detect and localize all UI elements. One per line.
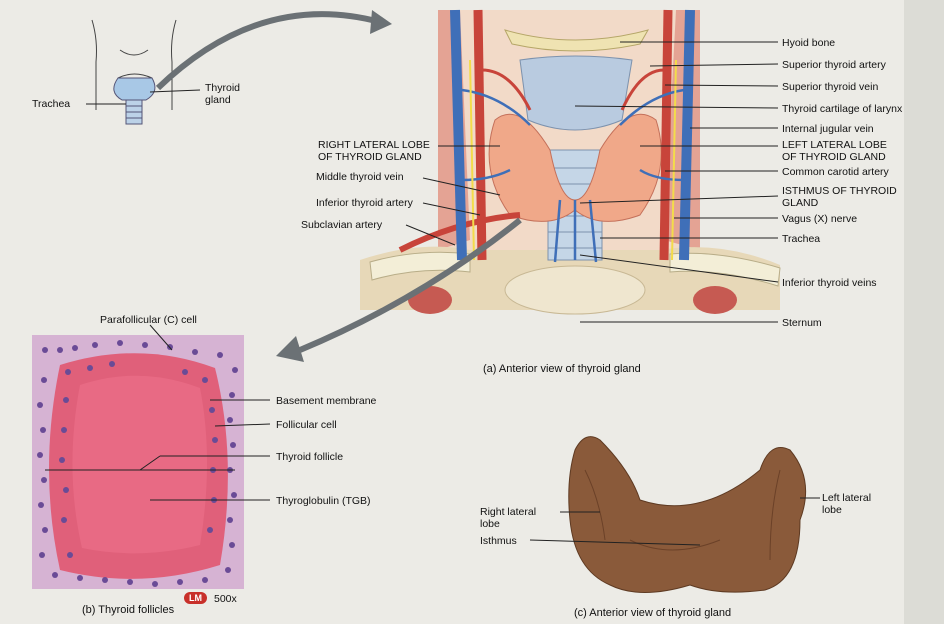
label-thyroglobulin: Thyroglobulin (TGB): [276, 495, 371, 507]
label-hyoid-bone: Hyoid bone: [782, 37, 835, 49]
label-right-lateral-lobe: RIGHT LATERAL LOBE OF THYROID GLAND: [318, 139, 430, 163]
label-thyroid-cartilage: Thyroid cartilage of larynx: [782, 103, 902, 115]
label-superior-thyroid-vein: Superior thyroid vein: [782, 81, 878, 93]
label-inferior-thyroid-artery: Inferior thyroid artery: [316, 197, 413, 209]
label-isthmus: ISTHMUS OF THYROID GLAND: [782, 185, 897, 209]
panel-c-caption: (c) Anterior view of thyroid gland: [574, 607, 731, 619]
label-internal-jugular-vein: Internal jugular vein: [782, 123, 874, 135]
label-common-carotid-artery: Common carotid artery: [782, 166, 889, 178]
label-trachea: Trachea: [782, 233, 820, 245]
label-inferior-thyroid-veins: Inferior thyroid veins: [782, 277, 877, 289]
label-left-lateral-lobe: LEFT LATERAL LOBE OF THYROID GLAND: [782, 139, 887, 163]
label-thyroid-follicle: Thyroid follicle: [276, 451, 343, 463]
inset-thyroid-label: Thyroid gland: [205, 82, 240, 106]
label-vagus-nerve: Vagus (X) nerve: [782, 213, 857, 225]
magnification-label: 500x: [214, 593, 237, 605]
panel-b-caption: (b) Thyroid follicles: [82, 604, 174, 616]
inset-trachea-label: Trachea: [32, 98, 70, 110]
label-left-lateral-lobe-photo: Left lateral lobe: [822, 492, 871, 516]
label-isthmus-photo: Isthmus: [480, 535, 517, 547]
label-superior-thyroid-artery: Superior thyroid artery: [782, 59, 886, 71]
label-basement-membrane: Basement membrane: [276, 395, 376, 407]
label-right-lateral-lobe-photo: Right lateral lobe: [480, 506, 536, 530]
label-follicular-cell: Follicular cell: [276, 419, 337, 431]
lm-badge: LM: [184, 592, 207, 604]
label-parafollicular-cell: Parafollicular (C) cell: [100, 314, 197, 326]
label-middle-thyroid-vein: Middle thyroid vein: [316, 171, 404, 183]
label-subclavian-artery: Subclavian artery: [301, 219, 382, 231]
label-sternum: Sternum: [782, 317, 822, 329]
panel-a-caption: (a) Anterior view of thyroid gland: [483, 363, 641, 375]
